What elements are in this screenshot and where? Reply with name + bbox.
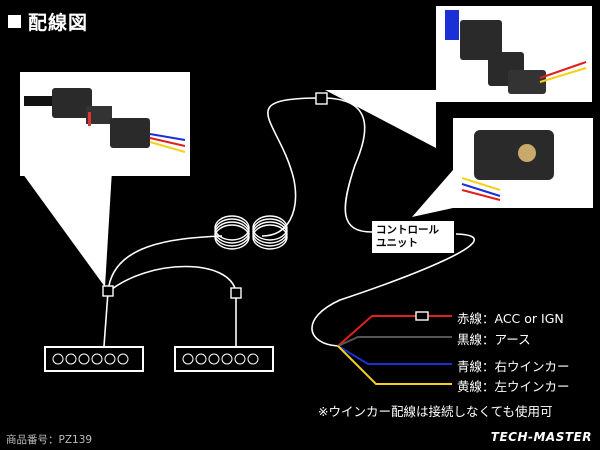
control-unit-box bbox=[372, 221, 454, 253]
product-code: 商品番号：PZ139 bbox=[6, 434, 93, 446]
control-box-photo bbox=[453, 118, 593, 208]
wire-label-red: 赤線：ACC or IGN bbox=[457, 311, 564, 326]
page-title-text: 配線図 bbox=[28, 12, 89, 34]
callout-wedge-left bbox=[20, 170, 112, 287]
coil-right bbox=[252, 215, 288, 250]
wire-label-yellow: 黄線：左ウインカー bbox=[457, 379, 570, 394]
wire-label-blue: 青線：右ウインカー bbox=[457, 359, 570, 374]
callout-wedge-control bbox=[412, 170, 453, 217]
wire-red bbox=[337, 315, 416, 347]
wire-black bbox=[337, 336, 452, 347]
brand-logo: TECH-MASTER bbox=[490, 430, 592, 444]
title-square-icon bbox=[8, 15, 21, 28]
led-bar-left bbox=[44, 346, 144, 372]
control-unit-line1: コントロール bbox=[376, 224, 439, 236]
output-wires bbox=[337, 315, 452, 385]
joint-square-right bbox=[230, 287, 242, 299]
page-title: 配線図 bbox=[8, 8, 88, 35]
control-unit-label: コントロール ユニット bbox=[372, 221, 454, 253]
usage-note: ※ウインカー配線は接続しなくても使用可 bbox=[318, 404, 553, 419]
connector-photo-top-right bbox=[436, 6, 592, 102]
fuse-square bbox=[415, 311, 429, 321]
joint-square-left bbox=[102, 285, 114, 297]
wire-yellow bbox=[337, 345, 452, 385]
callout-wedge-top-right bbox=[325, 90, 436, 148]
connector-photo-left bbox=[20, 72, 190, 176]
joint-square-top bbox=[315, 92, 328, 105]
wire-label-black: 黒線：アース bbox=[457, 332, 531, 347]
wire-blue bbox=[337, 345, 452, 365]
coil-left bbox=[214, 215, 250, 250]
control-unit-line2: ユニット bbox=[376, 237, 418, 249]
led-bar-right bbox=[174, 346, 274, 372]
